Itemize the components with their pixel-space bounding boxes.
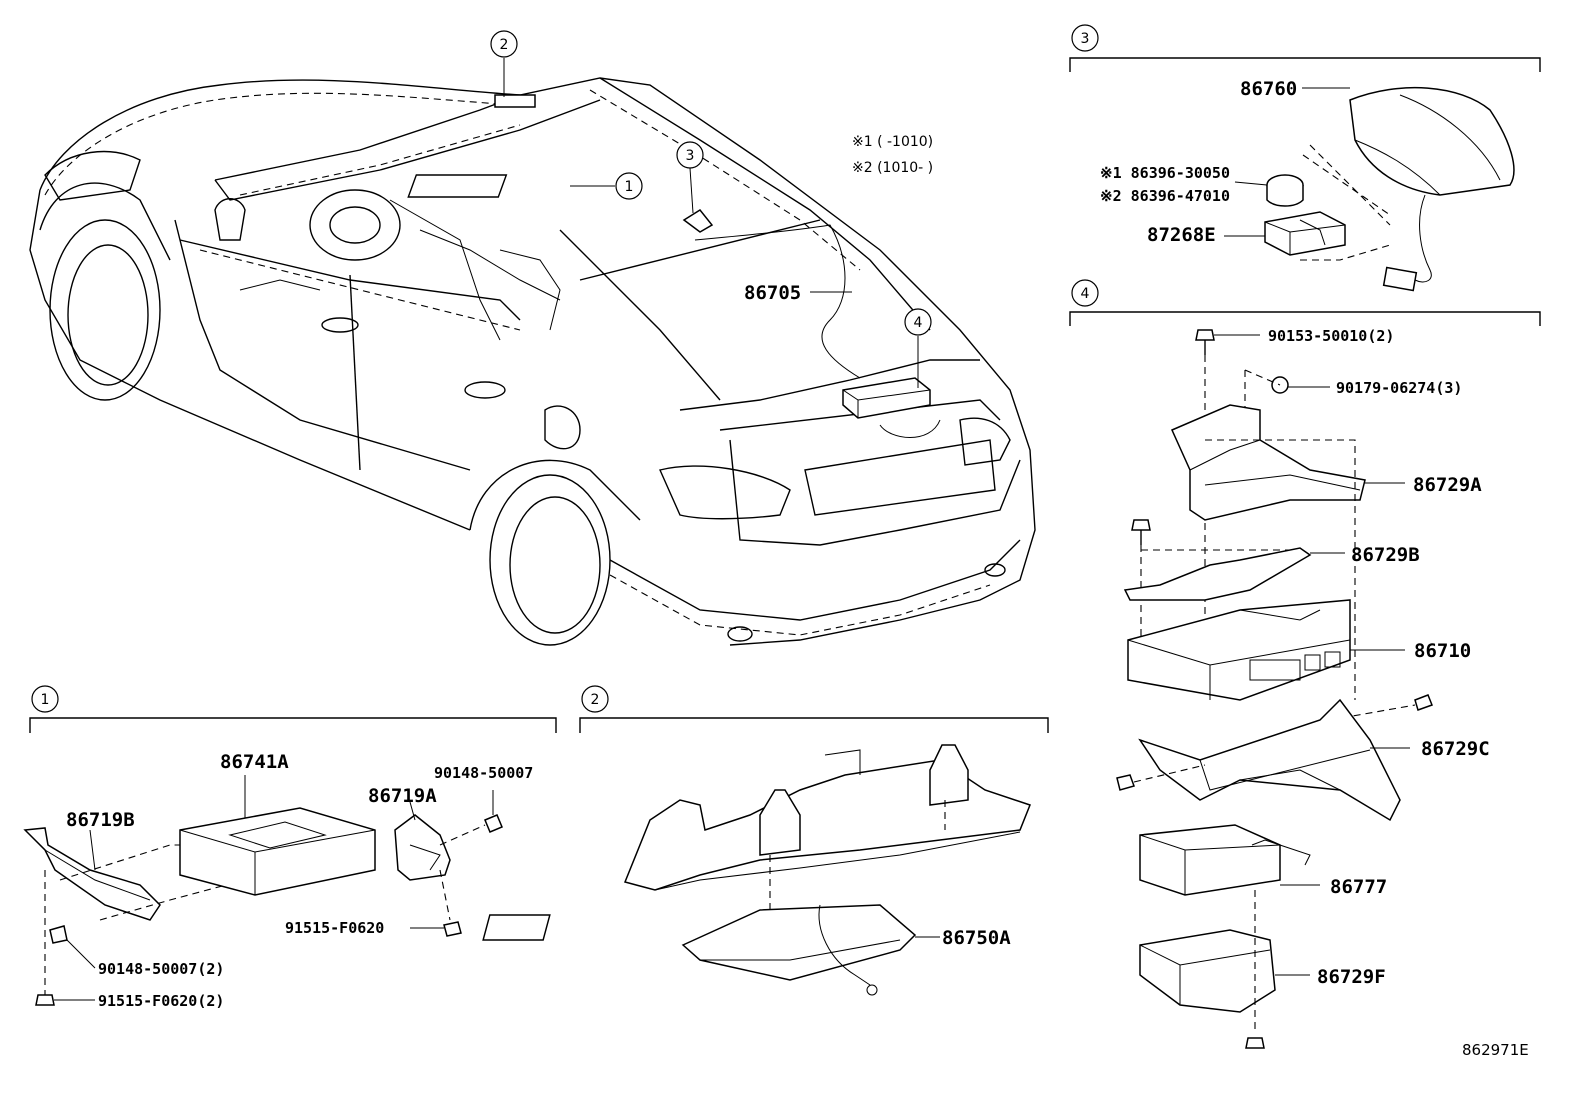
vehicle-illustration [29, 77, 1036, 646]
diagram-reference-number: 862971E [1462, 1041, 1529, 1059]
label-87268e: 87268E [1147, 224, 1216, 246]
label-86719b: 86719B [66, 809, 135, 831]
label-86710: 86710 [1414, 640, 1471, 662]
svg-text:1: 1 [41, 692, 50, 708]
callout-1-car: 1 [615, 172, 643, 200]
label-86705: 86705 [744, 282, 801, 304]
label-86719a: 86719A [368, 785, 437, 807]
label-91515-f0620-2: 91515-F0620(2) [98, 992, 224, 1010]
svg-text:2: 2 [591, 692, 600, 708]
svg-text:4: 4 [914, 315, 923, 331]
label-86729c: 86729C [1421, 738, 1490, 760]
callout-3-car: 3 [676, 141, 704, 169]
section-2: 2 86750A [482, 685, 1049, 996]
callout-2-car: 2 [490, 30, 518, 58]
label-86741a: 86741A [220, 751, 289, 773]
label-86777: 86777 [1330, 876, 1387, 898]
label-90179: 90179-06274(3) [1336, 379, 1462, 397]
label-91515-f0620: 91515-F0620 [285, 919, 384, 937]
label-86396-47010: ※2 86396-47010 [1100, 187, 1230, 205]
section-3: 3 86760 ※1 86396-30050 ※2 86396-47010 87… [1069, 24, 1541, 292]
callout-4-car: 4 [904, 308, 932, 336]
section-4: 4 [1069, 279, 1541, 1049]
svg-text:4: 4 [1081, 286, 1090, 302]
note-2: ※2 (1010- ) [852, 160, 933, 176]
label-90153: 90153-50010(2) [1268, 327, 1394, 345]
label-86729a: 86729A [1413, 474, 1482, 496]
label-86729b: 86729B [1351, 544, 1420, 566]
label-86750a: 86750A [942, 927, 1011, 949]
label-90148-50007-2: 90148-50007(2) [98, 960, 224, 978]
note-1: ※1 ( -1010) [852, 134, 933, 150]
svg-text:3: 3 [686, 148, 695, 164]
svg-text:3: 3 [1081, 31, 1090, 47]
label-86396-30050: ※1 86396-30050 [1100, 164, 1230, 182]
svg-text:1: 1 [625, 179, 634, 195]
label-90148-50007: 90148-50007 [434, 764, 533, 782]
label-86729f: 86729F [1317, 966, 1386, 988]
svg-text:2: 2 [500, 37, 509, 53]
label-86760: 86760 [1240, 78, 1297, 100]
section-1: 1 86741A 86719B 86719A 90148-50007 [23, 685, 557, 1010]
